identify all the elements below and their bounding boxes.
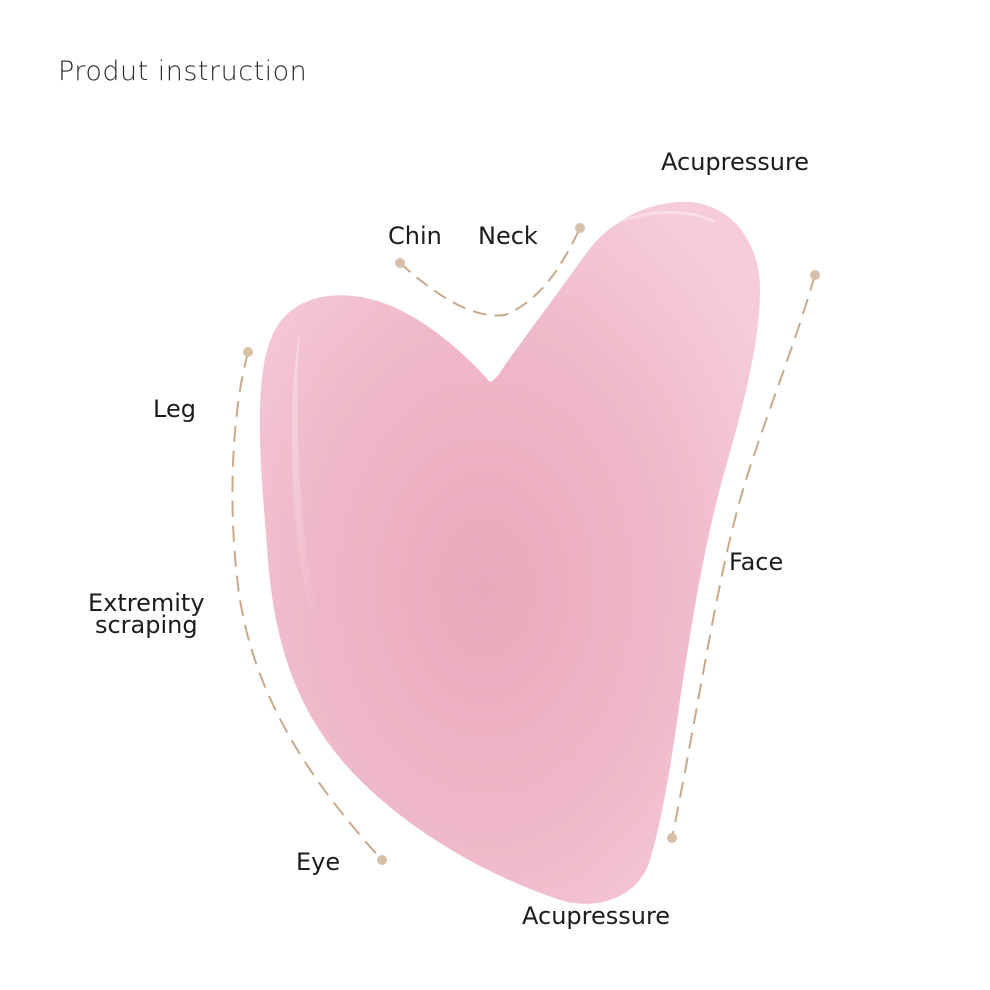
- label-neck: Neck: [478, 222, 538, 250]
- label-chin: Chin: [388, 222, 442, 250]
- face-guide-line: [671, 274, 816, 839]
- label-extremity-scraping: Extremity scraping: [88, 589, 205, 639]
- leg-eye-guide-line: [231, 351, 383, 861]
- chin-guide-dot: [395, 258, 405, 268]
- face-bottom-guide-dot: [667, 833, 677, 843]
- label-eye: Eye: [296, 848, 341, 876]
- label-face: Face: [729, 548, 784, 576]
- face-top-guide-dot: [810, 270, 820, 280]
- label-extremity-line2: scraping: [94, 611, 198, 639]
- gua-sha-stone-edge-highlight: [599, 210, 716, 234]
- eye-guide-dot: [377, 855, 387, 865]
- neck-guide-dot: [575, 223, 585, 233]
- chin-neck-guide-line: [399, 227, 581, 317]
- gua-sha-stone: [259, 201, 760, 904]
- page-title: Produt instruction: [58, 56, 308, 87]
- label-acupressure-top: Acupressure: [661, 148, 810, 176]
- label-acupressure-bottom: Acupressure: [522, 902, 671, 930]
- label-extremity-line1: Extremity: [88, 589, 205, 617]
- label-leg: Leg: [153, 395, 196, 423]
- leg-guide-dot: [243, 347, 253, 357]
